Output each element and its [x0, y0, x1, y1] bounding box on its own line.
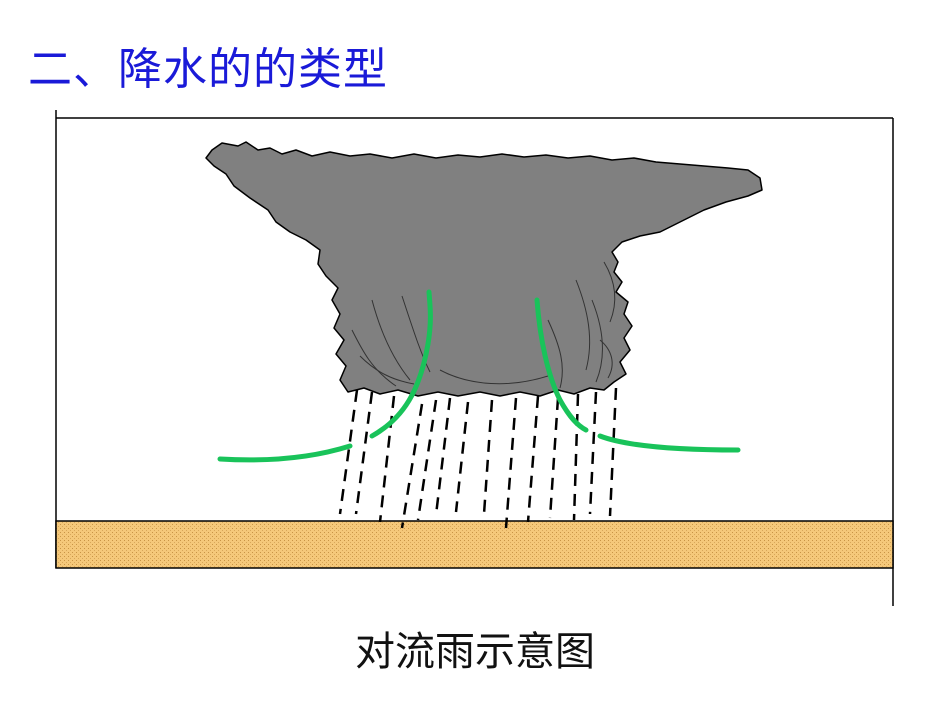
storm-cloud-icon	[205, 141, 763, 397]
rain-streaks-icon	[338, 387, 618, 529]
slide-title: 二、降水的的类型	[28, 44, 388, 95]
diagram-caption: 对流雨示意图	[355, 629, 595, 675]
rising-air-arrows-icon	[217, 289, 741, 463]
ground-layer	[55, 520, 894, 569]
